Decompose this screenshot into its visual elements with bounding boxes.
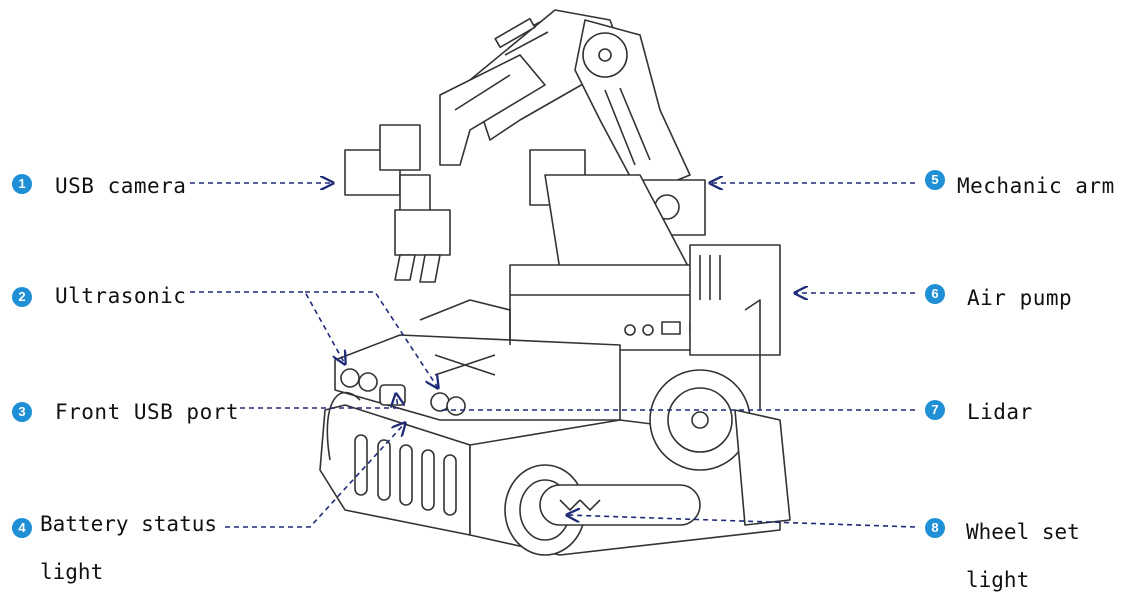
callout-badge-3: 3 bbox=[12, 402, 32, 422]
leader-battery-light bbox=[225, 423, 405, 528]
callout-badge-1: 1 bbox=[12, 174, 32, 194]
callout-label-air-pump: Air pump bbox=[967, 286, 1073, 310]
robot-body-drawing bbox=[319, 9, 791, 556]
leader-lines bbox=[190, 183, 916, 528]
callout-badge-4: 4 bbox=[12, 518, 32, 538]
leader-wheel-light bbox=[567, 515, 916, 528]
callout-label-front-usb-port: Front USB port bbox=[55, 400, 240, 424]
callout-label-lidar: Lidar bbox=[967, 400, 1033, 424]
leader-front-usb bbox=[240, 394, 398, 409]
callout-label-battery-status-light: Battery status light bbox=[40, 512, 218, 584]
leader-ultrasonic-left bbox=[190, 291, 345, 364]
callout-badge-8: 8 bbox=[925, 518, 945, 538]
callout-badge-2: 2 bbox=[12, 287, 32, 307]
callout-label-ultrasonic: Ultrasonic bbox=[55, 284, 187, 308]
callout-label-usb-camera: USB camera bbox=[55, 174, 187, 198]
callout-badge-6: 6 bbox=[925, 284, 945, 304]
callout-badge-7: 7 bbox=[925, 400, 945, 420]
callout-label-mechanic-arm: Mechanic arm bbox=[957, 174, 1115, 198]
leader-ultrasonic-right bbox=[305, 291, 438, 388]
callout-label-wheel-set-light: Wheel set light bbox=[966, 520, 1080, 592]
callout-badge-5: 5 bbox=[925, 170, 945, 190]
